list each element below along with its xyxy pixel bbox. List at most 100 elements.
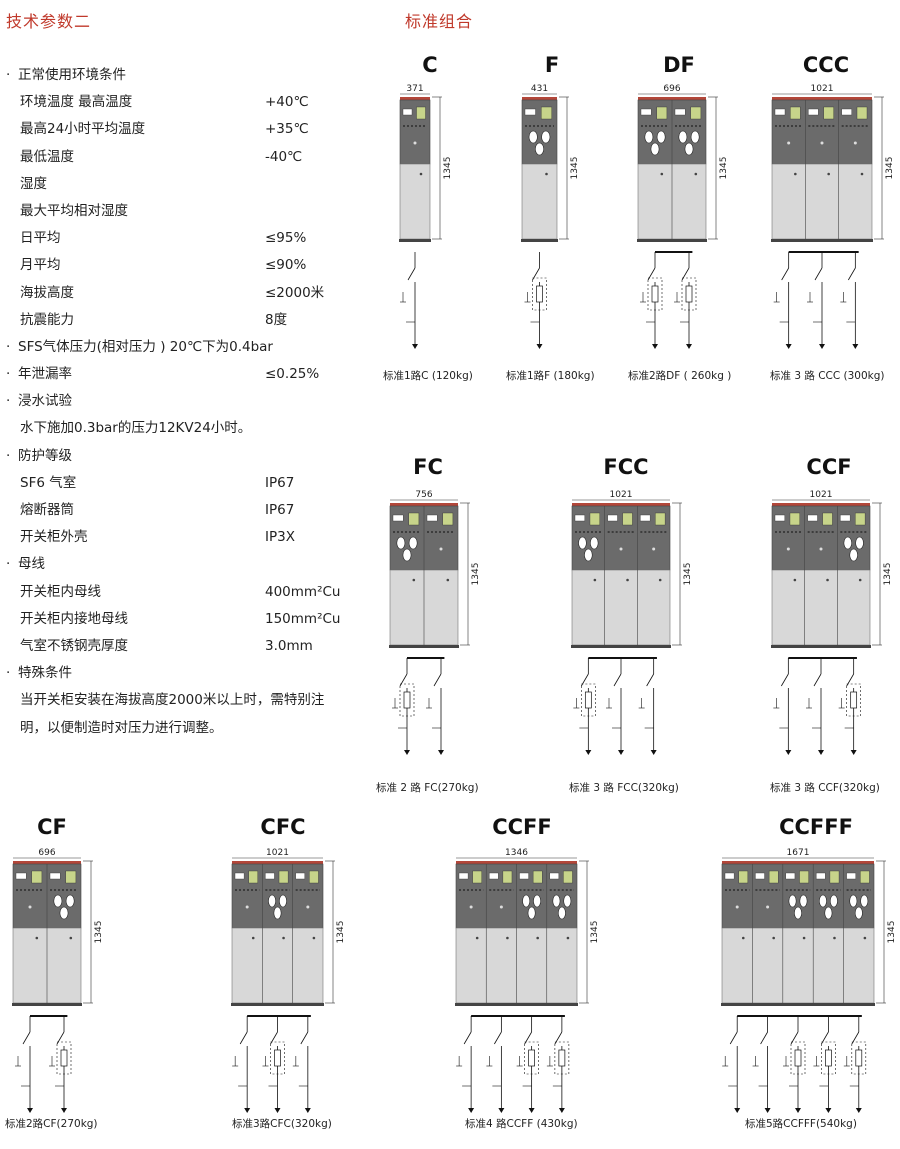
busbar-top xyxy=(638,97,706,100)
fuse-symbol xyxy=(536,285,543,303)
switch-blade xyxy=(847,267,856,281)
indicator-window xyxy=(774,514,786,522)
spec-value: 400mm²Cu xyxy=(265,583,341,600)
base-frame xyxy=(12,1003,82,1006)
door-lock xyxy=(658,578,662,582)
cable-arrow xyxy=(412,344,418,349)
door-lock xyxy=(860,172,864,176)
cable-arrow xyxy=(686,344,692,349)
indicator-window xyxy=(49,872,61,880)
mimic-panel xyxy=(532,870,543,884)
indicator-window xyxy=(392,514,404,522)
spec-value: ≤2000米 xyxy=(265,284,325,301)
indicator-window xyxy=(840,514,851,522)
spec-row: 日平均≤95% xyxy=(6,225,386,252)
spec-value: IP67 xyxy=(265,474,295,491)
door-lock xyxy=(545,172,548,176)
fuse-boundary xyxy=(790,1041,806,1075)
operating-point xyxy=(766,905,770,909)
cable-compartment xyxy=(771,569,871,646)
spec-label: ·年泄漏率 xyxy=(6,361,72,388)
cable-arrow xyxy=(468,1108,475,1113)
operating-point xyxy=(735,905,739,909)
mimic-panel xyxy=(589,512,600,526)
combo-caption: 标准1路C (120kg) xyxy=(383,370,473,382)
cable-arrow xyxy=(274,1108,281,1113)
spec-label: 最大平均相对湿度 xyxy=(20,198,128,225)
gas-tank-panel xyxy=(771,99,873,165)
busbar-top xyxy=(390,503,458,506)
spec-value: ≤0.25% xyxy=(265,366,320,383)
spec-row: 环境温度 最高温度+40℃ xyxy=(6,89,386,116)
mimic-panel xyxy=(823,106,834,120)
fuse-cap xyxy=(794,906,802,920)
cable-compartment xyxy=(231,927,324,1004)
base-frame xyxy=(571,645,671,648)
operating-point xyxy=(652,547,656,551)
spec-value: ≤95% xyxy=(265,230,307,247)
cable-arrow xyxy=(825,1108,832,1113)
fuse-cap xyxy=(589,536,599,550)
fuse-cap xyxy=(690,130,700,144)
bullet-icon: · xyxy=(6,338,11,355)
fuse-cap xyxy=(829,894,838,908)
spec-row: 月平均 ≤90% xyxy=(6,252,386,279)
fuse-cap xyxy=(528,130,538,144)
busbar-top xyxy=(232,861,323,864)
height-label: 1345 xyxy=(94,921,104,944)
cable-arrow xyxy=(795,1108,801,1113)
mimic-panel xyxy=(65,870,77,884)
door-lock xyxy=(793,578,797,582)
mimic-panel xyxy=(768,870,779,884)
door-lock xyxy=(566,936,570,940)
fuse-symbol xyxy=(850,691,858,709)
fuse-cap xyxy=(584,548,593,562)
spec-label-text: 正常使用环境条件 xyxy=(18,67,126,83)
mimic-panel xyxy=(622,512,633,526)
spec-value: 150mm²Cu xyxy=(265,610,341,627)
height-label: 1345 xyxy=(471,563,481,586)
switch-blade xyxy=(813,673,822,687)
mimic-panel xyxy=(656,106,668,120)
combo-title: CF xyxy=(37,815,67,839)
spec-label-text: 母线 xyxy=(18,556,45,573)
mimic-panel xyxy=(655,512,666,526)
fuse-cap xyxy=(678,130,688,144)
indicator-window xyxy=(574,514,586,522)
mimic-panel xyxy=(442,512,454,526)
cable-arrow xyxy=(27,1108,33,1113)
spec-label: 开关柜外壳 xyxy=(20,524,88,551)
fuse-cap xyxy=(396,536,406,550)
fuse-boundary xyxy=(647,277,663,311)
spec-label-text: 最低温度 xyxy=(20,148,74,165)
width-label: 1021 xyxy=(610,490,633,500)
switch-blade xyxy=(407,267,416,281)
spec-label-text: 月平均 xyxy=(20,257,61,274)
fuse-cap xyxy=(53,894,63,908)
spec-label-text: 熔断器筒 xyxy=(20,502,74,518)
spec-label-text: 水下施加0.3bar的压力12KV24小时。 xyxy=(20,420,252,437)
operating-point xyxy=(499,905,503,909)
combo-title: CCFF xyxy=(492,815,552,839)
width-label: 371 xyxy=(406,84,423,94)
operating-point xyxy=(619,547,623,551)
cable-compartment xyxy=(571,569,671,646)
mimic-panel xyxy=(855,512,866,526)
cable-arrow xyxy=(404,750,410,755)
base-frame xyxy=(771,239,873,242)
combo-caption: 标准5路CCFFF(540kg) xyxy=(745,1118,857,1130)
spec-label: 抗震能力 xyxy=(20,307,74,334)
spec-value: ≤90% xyxy=(265,257,307,274)
door-lock xyxy=(35,936,39,940)
switch-blade xyxy=(300,1031,309,1045)
combo-caption: 标准4 路CCFF (430kg) xyxy=(465,1118,578,1130)
fuse-boundary xyxy=(681,277,697,311)
fuse-symbol xyxy=(855,1049,863,1067)
width-label: 1021 xyxy=(266,848,289,858)
